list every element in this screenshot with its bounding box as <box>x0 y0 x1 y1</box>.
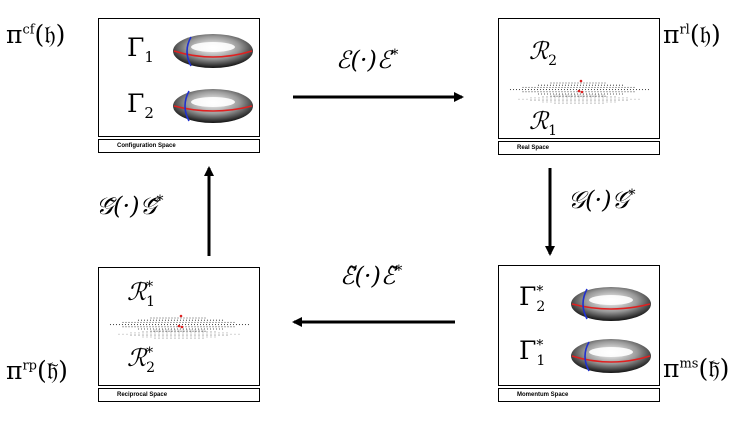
gamma-1-label: Γ1 <box>127 33 154 66</box>
reciprocal-space-panel: ℛ*1 ℛ*2 <box>98 267 260 386</box>
gamma-2-label: Γ2 <box>127 89 154 122</box>
pi-cf-label: πcf(𝔥) <box>6 20 66 49</box>
reciprocal-space-caption: Reciprocal Space <box>98 388 260 402</box>
momentum-space-caption: Momentum Space <box>498 388 660 402</box>
torus-icon <box>571 339 651 373</box>
momentum-space-panel: Γ*2 Γ*1 <box>498 265 660 386</box>
pi-rp-label: πrp(𝔥̃) <box>6 356 68 385</box>
real-space-caption: Real Space <box>498 141 660 155</box>
r2-label: ℛ2 <box>529 37 558 69</box>
configuration-space-caption: Configuration Space <box>98 139 260 153</box>
operator-left-label: 𝒢̃(·)𝒢̃* <box>96 192 164 220</box>
r1-star-label: ℛ*1 <box>127 278 156 310</box>
lattice-dots <box>109 314 250 339</box>
r2-star-label: ℛ*2 <box>127 344 156 376</box>
operator-bottom-label: ℰ̃(·)ℰ̃* <box>340 262 403 290</box>
configuration-space-panel: Γ1 Γ2 <box>98 18 260 137</box>
pi-ms-label: πms(𝔥̃) <box>663 354 730 383</box>
operator-top-label: ℰ(·)ℰ* <box>336 46 399 74</box>
torus-icon <box>173 89 253 123</box>
real-space-panel: ℛ2 ℛ1 <box>498 18 660 139</box>
torus-icon <box>571 287 651 321</box>
gamma-2-star-label: Γ*2 <box>519 282 546 315</box>
torus-icon <box>173 34 253 68</box>
lattice-dots <box>509 79 650 104</box>
r1-label: ℛ1 <box>529 107 558 139</box>
operator-right-label: 𝒢(·)𝒢* <box>568 186 636 214</box>
pi-rl-label: πrl(𝔥) <box>663 20 721 49</box>
gamma-1-star-label: Γ*1 <box>519 336 546 369</box>
